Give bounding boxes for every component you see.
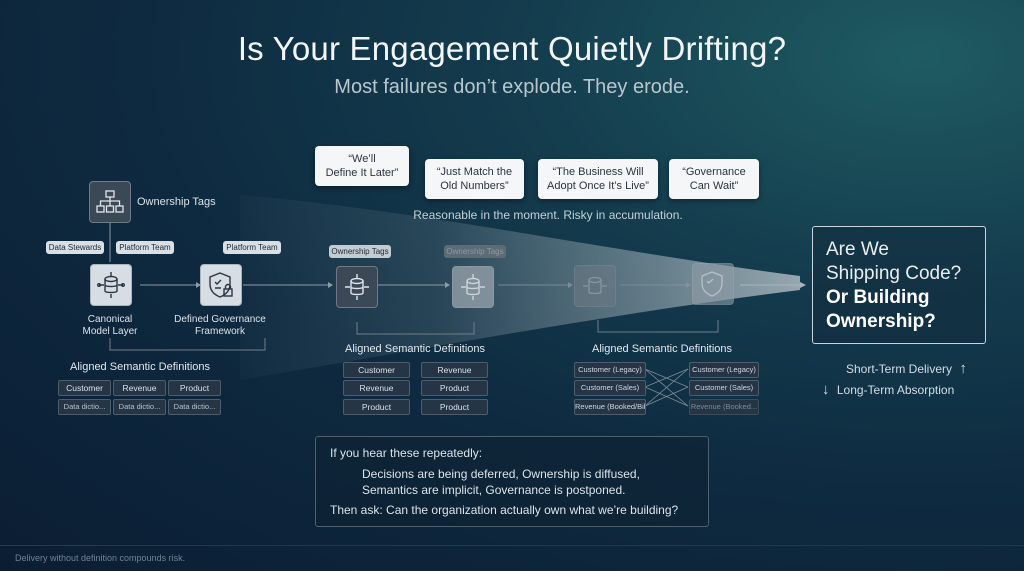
mid-cell-r2c2: Product <box>421 380 488 396</box>
ownership-tags-label: Ownership Tags <box>137 196 216 208</box>
page-subtitle: Most failures don’t explode. They erode. <box>334 76 690 98</box>
middle-aligned-definitions-label: Aligned Semantic Definitions <box>344 343 486 355</box>
quote-card-match-numbers: “Just Match the Old Numbers” <box>425 159 524 199</box>
right-left-cell-3: Revenue (Booked/Billed) <box>574 399 646 415</box>
database-icon-mid-2 <box>452 266 494 308</box>
question-line-1: Are We <box>826 239 890 260</box>
quote-card-governance-wait: “Governance Can Wait” <box>669 159 759 199</box>
question-line-2: Shipping Code? <box>826 263 962 284</box>
left-cell-product: Product <box>168 380 221 396</box>
database-icon-mid-1 <box>336 266 378 308</box>
right-left-cell-1: Customer (Legacy) <box>574 362 646 378</box>
left-cell-revenue: Revenue <box>113 380 166 396</box>
quotes-caption: Reasonable in the moment. Risky in accum… <box>413 208 683 222</box>
tag-platform-team: Platform Team <box>116 241 174 254</box>
down-arrow-icon: ↓ <box>822 381 830 398</box>
org-chart-icon <box>89 181 131 223</box>
page-title: Is Your Engagement Quietly Drifting? <box>237 30 787 67</box>
mid-cell-r1c2: Revenue <box>421 362 488 378</box>
warning-heading: If you hear these repeatedly: <box>330 446 483 460</box>
middle-tag-ownership-2: Ownership Tags <box>444 245 506 258</box>
mid-cell-r2c1: Revenue <box>343 380 410 396</box>
shield-lock-icon <box>200 264 242 306</box>
left-cell-dictionary-3: Data dictio... <box>168 399 221 415</box>
quote-card-business-adopt: “The Business Will Adopt Once It’s Live” <box>538 159 658 199</box>
canonical-model-label: Canonical Model Layer <box>82 314 138 337</box>
short-term-delivery: Short-Term Delivery ↑ <box>846 360 967 377</box>
up-arrow-icon: ↑ <box>959 360 967 377</box>
mid-cell-r3c1: Product <box>343 399 410 415</box>
faded-shield-icon <box>692 263 734 305</box>
question-line-3: Or Building <box>826 287 930 308</box>
quote-card-define-later: “We’ll Define It Later” <box>315 146 409 186</box>
left-cell-dictionary-2: Data dictio... <box>113 399 166 415</box>
right-right-cell-1: Customer (Legacy) <box>689 362 759 378</box>
left-cell-customer: Customer <box>58 380 111 396</box>
footer-text: Delivery without definition compounds ri… <box>15 553 186 563</box>
question-line-4: Ownership? <box>826 311 936 332</box>
left-cell-dictionary-1: Data dictio... <box>58 399 111 415</box>
database-network-icon <box>90 264 132 306</box>
warning-box: If you hear these repeatedly: Decisions … <box>315 436 709 527</box>
right-right-cell-2: Customer (Sales) <box>689 380 759 396</box>
question-box: Are We Shipping Code? Or Building Owners… <box>812 226 986 344</box>
mid-cell-r1c1: Customer <box>343 362 410 378</box>
right-right-cell-3: Revenue (Booked... <box>689 399 759 415</box>
warning-ask: Then ask: Can the organization actually … <box>330 503 679 517</box>
long-term-label: Long-Term Absorption <box>836 383 955 397</box>
middle-tag-ownership-1: Ownership Tags <box>329 245 391 258</box>
tag-data-stewards: Data Stewards <box>46 241 104 254</box>
long-term-absorption: ↓ Long-Term Absorption <box>822 381 954 398</box>
right-aligned-definitions-label: Aligned Semantic Definitions <box>591 343 733 355</box>
warning-line-1: Decisions are being deferred, Ownership … <box>362 467 640 481</box>
faded-database-icon <box>574 265 616 307</box>
warning-line-2: Semantics are implicit, Governance is po… <box>362 483 626 497</box>
governance-framework-label: Defined Governance Framework <box>174 314 266 337</box>
short-term-label: Short-Term Delivery <box>846 362 953 376</box>
right-left-cell-2: Customer (Sales) <box>574 380 646 396</box>
footer-divider <box>0 545 1024 546</box>
left-aligned-definitions-label: Aligned Semantic Definitions <box>69 361 211 373</box>
tag-platform-team-2: Platform Team <box>223 241 281 254</box>
mid-cell-r3c2: Product <box>421 399 488 415</box>
